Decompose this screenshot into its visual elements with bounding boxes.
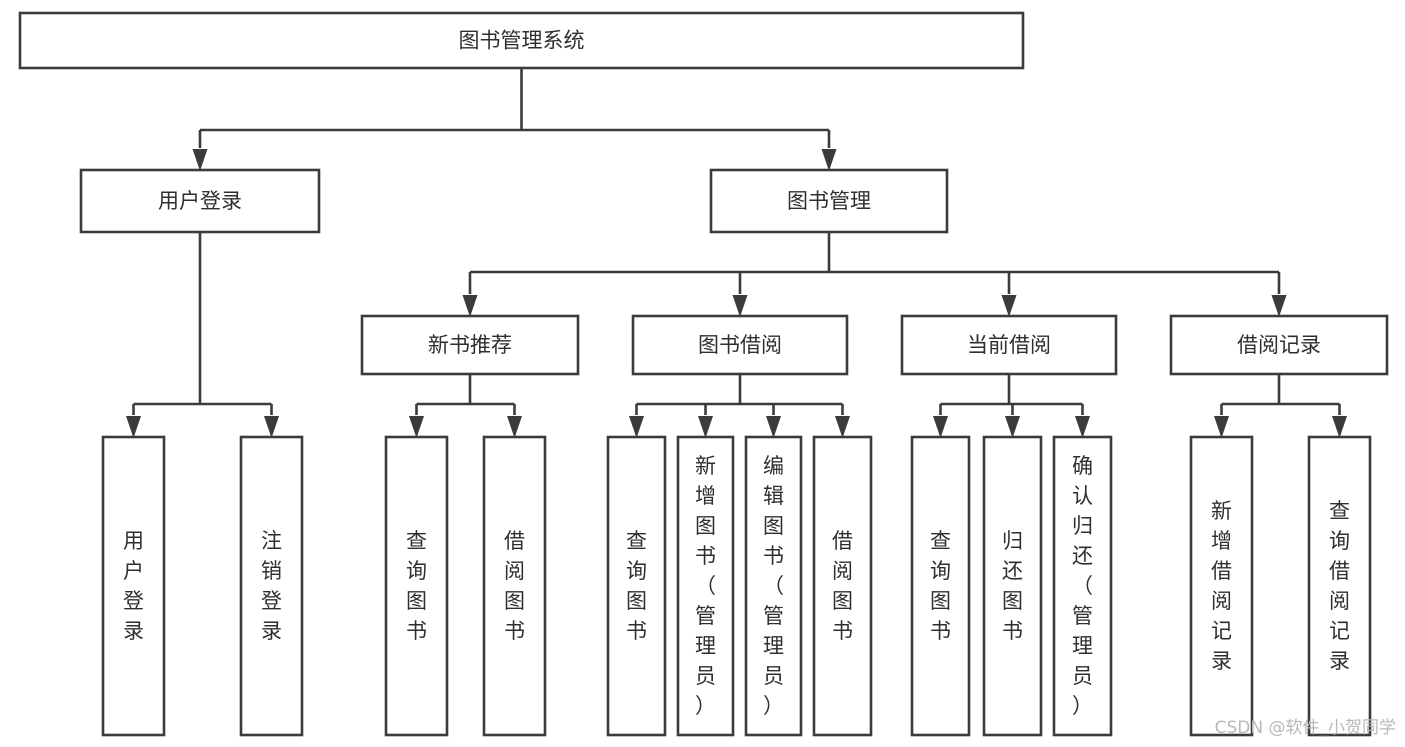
node-leaf-query-record[interactable]: 查询借阅记录 bbox=[1307, 435, 1372, 737]
node-label: 当前借阅 bbox=[967, 333, 1051, 357]
node-box[interactable] bbox=[101, 435, 166, 737]
node-user-login[interactable]: 用户登录 bbox=[79, 168, 321, 234]
arrow-head-icon bbox=[409, 416, 424, 438]
arrow-head-icon bbox=[629, 416, 644, 438]
node-label: 编辑图书（管理员） bbox=[763, 454, 784, 718]
node-label: 图书管理 bbox=[787, 189, 871, 213]
node-box[interactable] bbox=[982, 435, 1043, 737]
node-label: 用户登录 bbox=[123, 529, 144, 643]
arrow-head-icon bbox=[1005, 416, 1020, 438]
arrow-head-icon bbox=[126, 416, 141, 438]
node-leaf-edit-book[interactable]: 编辑图书（管理员） bbox=[744, 435, 803, 737]
node-box[interactable] bbox=[812, 435, 873, 737]
node-box[interactable] bbox=[910, 435, 971, 737]
node-current-borrow[interactable]: 当前借阅 bbox=[900, 314, 1118, 376]
arrow-head-icon bbox=[1332, 416, 1347, 438]
arrow-head-icon bbox=[835, 416, 850, 438]
node-root[interactable]: 图书管理系统 bbox=[18, 11, 1025, 70]
watermark-label: CSDN @软件_小贺同学 bbox=[1215, 718, 1396, 738]
node-label: 查询图书 bbox=[406, 529, 427, 643]
nodes-layer: 图书管理系统用户登录图书管理新书推荐图书借阅当前借阅借阅记录用户登录注销登录查询… bbox=[18, 11, 1389, 737]
arrow-head-icon bbox=[462, 295, 478, 317]
node-label: 查询借阅记录 bbox=[1329, 499, 1350, 673]
node-leaf-user-login[interactable]: 用户登录 bbox=[101, 435, 166, 737]
node-label: 借阅记录 bbox=[1237, 333, 1321, 357]
arrow-head-icon bbox=[1271, 295, 1287, 317]
arrow-head-icon bbox=[1001, 295, 1017, 317]
node-label: 用户登录 bbox=[158, 189, 242, 213]
node-leaf-return-book[interactable]: 归还图书 bbox=[982, 435, 1043, 737]
node-leaf-query-book-2[interactable]: 查询图书 bbox=[606, 435, 667, 737]
node-box[interactable] bbox=[900, 314, 1118, 376]
node-leaf-add-book[interactable]: 新增图书（管理员） bbox=[676, 435, 735, 737]
arrow-head-icon bbox=[507, 416, 522, 438]
connector-group-manage-to-level3 bbox=[462, 232, 1287, 317]
node-leaf-borrow-book-2[interactable]: 借阅图书 bbox=[812, 435, 873, 737]
node-box[interactable] bbox=[606, 435, 667, 737]
connector-group-root-to-level2 bbox=[192, 68, 837, 171]
connector-group-login-to-leaves bbox=[126, 232, 279, 438]
node-box[interactable] bbox=[1189, 435, 1254, 737]
node-box[interactable] bbox=[1307, 435, 1372, 737]
node-box[interactable] bbox=[482, 435, 547, 737]
node-box[interactable] bbox=[18, 11, 1025, 70]
node-leaf-confirm-return[interactable]: 确认归还（管理员） bbox=[1052, 435, 1113, 737]
node-label: 归还图书 bbox=[1002, 529, 1023, 643]
node-borrow-record[interactable]: 借阅记录 bbox=[1169, 314, 1389, 376]
node-leaf-query-book-1[interactable]: 查询图书 bbox=[384, 435, 449, 737]
node-label: 注销登录 bbox=[261, 529, 282, 643]
connector-group-borrow-to-leaves bbox=[629, 374, 850, 438]
node-box[interactable] bbox=[79, 168, 321, 234]
arrow-head-icon bbox=[732, 295, 748, 317]
node-label: 新书推荐 bbox=[428, 333, 512, 357]
node-box[interactable] bbox=[676, 435, 735, 737]
edges-layer bbox=[126, 68, 1347, 438]
node-leaf-borrow-book-1[interactable]: 借阅图书 bbox=[482, 435, 547, 737]
node-box[interactable] bbox=[239, 435, 304, 737]
node-box[interactable] bbox=[1052, 435, 1113, 737]
node-box[interactable] bbox=[384, 435, 449, 737]
node-leaf-query-book-3[interactable]: 查询图书 bbox=[910, 435, 971, 737]
node-label: 图书借阅 bbox=[698, 333, 782, 357]
node-label: 新增图书（管理员） bbox=[695, 454, 716, 718]
node-label: 借阅图书 bbox=[832, 529, 853, 643]
arrow-head-icon bbox=[192, 149, 208, 171]
connector-group-record-to-leaves bbox=[1214, 374, 1347, 438]
node-box[interactable] bbox=[709, 168, 949, 234]
arrow-head-icon bbox=[1075, 416, 1090, 438]
node-box[interactable] bbox=[744, 435, 803, 737]
arrow-head-icon bbox=[1214, 416, 1229, 438]
node-new-book-recommend[interactable]: 新书推荐 bbox=[360, 314, 580, 376]
node-label: 查询图书 bbox=[626, 529, 647, 643]
arrow-head-icon bbox=[933, 416, 948, 438]
node-label: 新增借阅记录 bbox=[1211, 499, 1232, 673]
arrow-head-icon bbox=[698, 416, 713, 438]
node-label: 图书管理系统 bbox=[459, 29, 585, 53]
node-box[interactable] bbox=[631, 314, 849, 376]
node-leaf-user-logout[interactable]: 注销登录 bbox=[239, 435, 304, 737]
node-label: 查询图书 bbox=[930, 529, 951, 643]
node-book-borrow[interactable]: 图书借阅 bbox=[631, 314, 849, 376]
connector-group-recommend-to-leaves bbox=[409, 374, 522, 438]
node-box[interactable] bbox=[360, 314, 580, 376]
connector-group-current-to-leaves bbox=[933, 374, 1090, 438]
node-label: 借阅图书 bbox=[504, 529, 525, 643]
node-leaf-add-record[interactable]: 新增借阅记录 bbox=[1189, 435, 1254, 737]
node-box[interactable] bbox=[1169, 314, 1389, 376]
node-label: 确认归还（管理员） bbox=[1072, 454, 1093, 718]
node-book-manage[interactable]: 图书管理 bbox=[709, 168, 949, 234]
arrow-head-icon bbox=[766, 416, 781, 438]
arrow-head-icon bbox=[264, 416, 279, 438]
arrow-head-icon bbox=[821, 149, 837, 171]
